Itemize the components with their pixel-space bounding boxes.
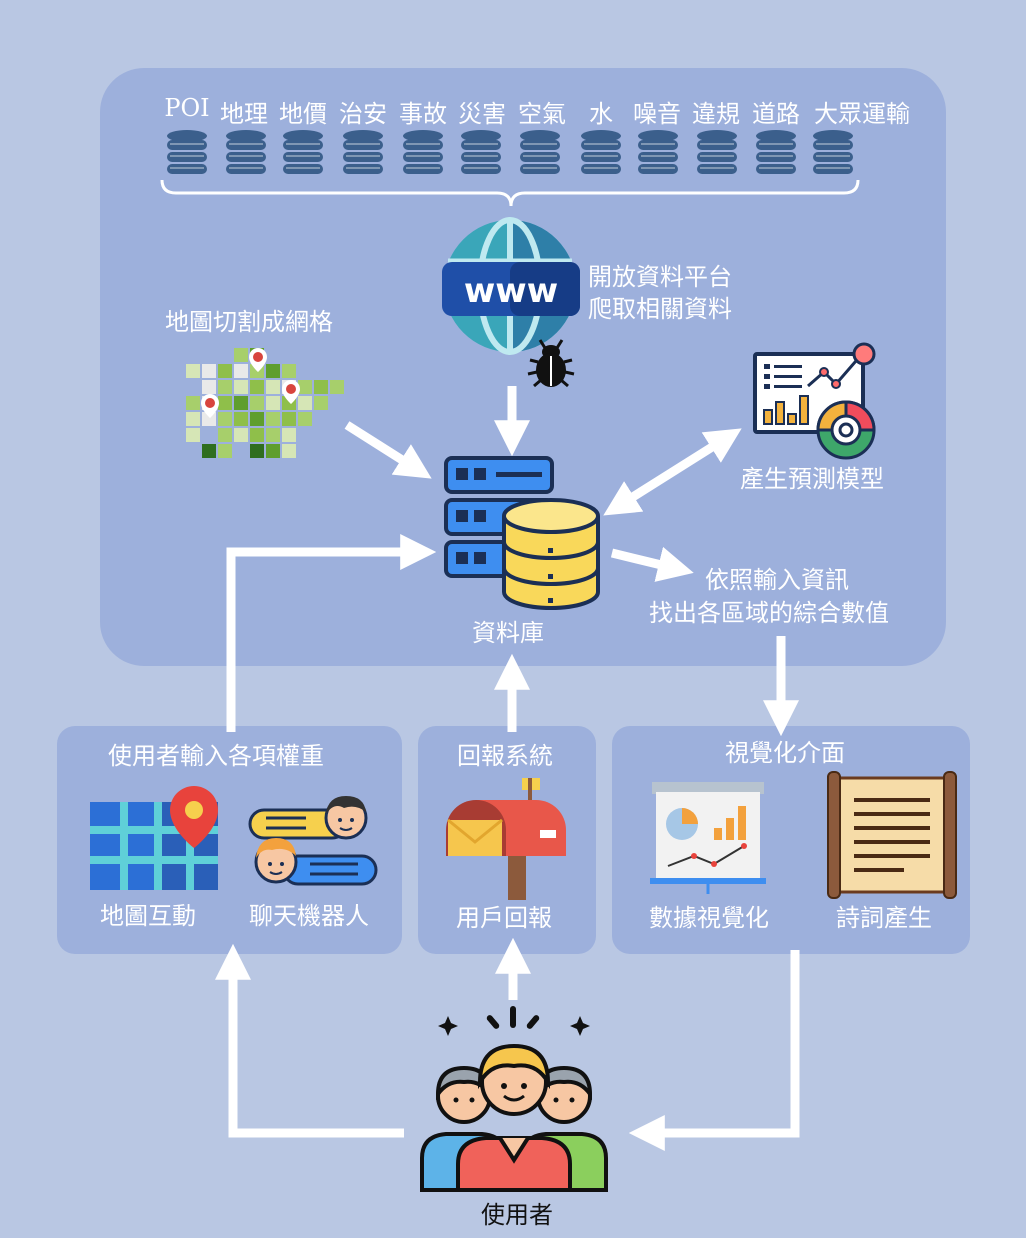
map-pin-icon: [201, 348, 300, 418]
poem-label: 詩詞產生: [836, 904, 932, 932]
dataviz-label: 數據視覺化: [649, 904, 769, 932]
category-accident: 事故: [399, 100, 447, 128]
database-icon: [461, 130, 501, 174]
data-sources-brace: [160, 179, 860, 207]
category-disaster: 災害: [458, 100, 506, 128]
compute-label-line1: 依照輸入資訊: [705, 566, 849, 594]
chatbot-icon[interactable]: [246, 788, 380, 894]
data-visualization-icon[interactable]: [648, 780, 766, 896]
www-globe-icon: www: [442, 217, 580, 355]
mailbox-icon[interactable]: [444, 776, 574, 902]
grid-map-icon: [186, 348, 344, 458]
arrow-db-to-compute: [610, 546, 694, 582]
category-violation: 違規: [692, 100, 740, 128]
www-text: www: [464, 271, 558, 311]
prediction-model-icon: [753, 342, 876, 460]
database-icon: [283, 130, 323, 174]
category-poi: POI: [164, 94, 210, 122]
category-air: 空氣: [518, 100, 566, 128]
poem-scroll-icon[interactable]: [824, 770, 960, 900]
crawler-bug-icon: [527, 339, 575, 388]
category-noise: 噪音: [633, 100, 681, 128]
category-public-transport: 大眾運輸: [814, 100, 910, 128]
category-geography: 地理: [220, 100, 268, 128]
crawler-label-line1: 開放資料平台: [588, 263, 732, 291]
database-label: 資料庫: [472, 619, 544, 647]
feedback-panel-title: 回報系統: [457, 742, 553, 770]
database-icon: [638, 130, 678, 174]
database-icon: [697, 130, 737, 174]
map-interaction-label: 地圖互動: [100, 902, 196, 930]
database-icon: [813, 130, 853, 174]
database-icon: [226, 130, 266, 174]
database-icon: [520, 130, 560, 174]
database-icon: [403, 130, 443, 174]
category-public-safety: 治安: [339, 100, 387, 128]
database-icon: [581, 130, 621, 174]
users-label: 使用者: [481, 1201, 553, 1229]
arrow-users-to-input: [215, 943, 404, 1138]
model-label: 產生預測模型: [740, 465, 884, 493]
user-feedback-label: 用戶回報: [456, 904, 552, 932]
category-land-price: 地價: [279, 100, 327, 128]
database-icon: [167, 130, 207, 174]
crawler-label-line2: 爬取相關資料: [588, 295, 732, 323]
database-server-icon: [444, 456, 600, 610]
sparkle-icon: [438, 1006, 590, 1036]
arrow-input-to-db: [226, 534, 437, 732]
input-panel-title: 使用者輸入各項權重: [108, 742, 324, 770]
visual-panel-title: 視覺化介面: [725, 739, 845, 767]
category-water: 水: [589, 100, 613, 128]
arrow-visual-to-users: [628, 950, 800, 1151]
category-road: 道路: [752, 100, 800, 128]
arrow-grid-to-db: [344, 421, 432, 479]
grid-label: 地圖切割成網格: [165, 308, 333, 336]
arrow-db-model: [603, 428, 742, 516]
map-grid-icon[interactable]: [90, 784, 222, 892]
chatbot-label: 聊天機器人: [249, 902, 369, 930]
compute-label-line2: 找出各區域的綜合數值: [649, 599, 889, 627]
database-icon: [343, 130, 383, 174]
database-icon: [756, 130, 796, 174]
users-group-icon: [420, 1043, 608, 1192]
